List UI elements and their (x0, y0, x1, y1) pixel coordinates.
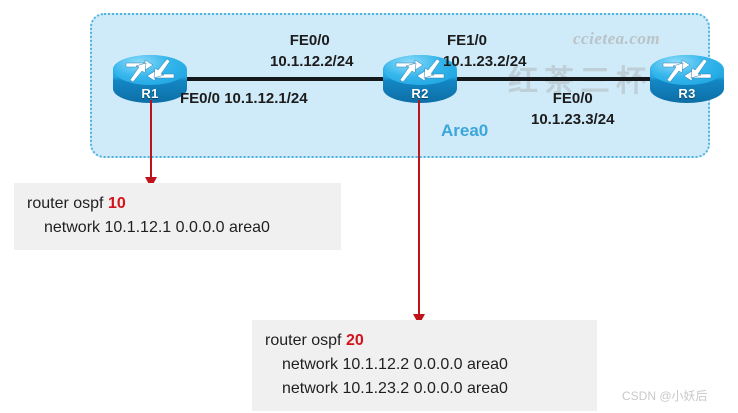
router-label-r2: R2 (411, 86, 429, 101)
router-arrows-icon (662, 58, 712, 83)
interface-address: 10.1.12.2/24 (270, 53, 354, 70)
interface-name: FE0/0 (180, 90, 221, 107)
router-label-r1: R1 (141, 86, 159, 101)
interface-label-r2-fe00: FE0/0 10.1.12.2/24 (270, 30, 353, 72)
config-process-id: 20 (345, 332, 364, 349)
router-arrows-icon (395, 58, 445, 83)
router-label-r3: R3 (678, 86, 696, 101)
config-command: router ospf (27, 195, 104, 212)
config-network-line: network 10.1.12.2 0.0.0.0 area0 (282, 356, 508, 373)
router-top (651, 55, 723, 85)
interface-name: FE0/0 (289, 32, 330, 49)
config-process-id: 10 (107, 195, 126, 212)
config-block-r1: router ospf 10 network 10.1.12.1 0.0.0.0… (14, 183, 341, 250)
pointer-arrow-r2-to-config (413, 100, 425, 325)
cjk-watermark: 红茶三杯 (508, 65, 652, 98)
site-watermark: ccietea.com (573, 29, 661, 48)
config-network-line: network 10.1.23.2 0.0.0.0 area0 (282, 380, 508, 397)
arrowhead-icon (145, 177, 157, 188)
area0-label: Area0 (441, 121, 489, 140)
arrowhead-icon (413, 314, 425, 325)
interface-address: 10.1.12.1/24 (224, 90, 308, 107)
router-icon-r1[interactable]: R1 (113, 55, 187, 103)
config-command-line: router ospf 10 (27, 192, 331, 216)
pointer-arrow-r1-to-config (145, 100, 157, 188)
interface-label-r2-fe10: FE1/0 10.1.23.2/24 (443, 30, 526, 72)
interface-name: FE0/0 (552, 90, 593, 107)
interface-label-r1-fe00: FE0/0 10.1.12.1/24 (180, 88, 308, 109)
router-top (114, 55, 186, 85)
router-top (384, 55, 456, 85)
config-network-line: network 10.1.12.1 0.0.0.0 area0 (44, 219, 270, 236)
link-r1-r2 (168, 77, 390, 81)
config-command-line: router ospf 20 (265, 329, 587, 353)
interface-address: 10.1.23.3/24 (531, 111, 615, 128)
credit-watermark: CSDN @小妖后 (622, 389, 708, 403)
link-r2-r3 (440, 77, 655, 81)
interface-name: FE1/0 (447, 32, 488, 49)
router-icon-r2[interactable]: R2 (383, 55, 457, 103)
interface-label-r3-fe00: FE0/0 10.1.23.3/24 (531, 88, 614, 130)
config-command: router ospf (265, 332, 342, 349)
router-arrows-icon (125, 58, 175, 83)
config-block-r2: router ospf 20 network 10.1.12.2 0.0.0.0… (252, 320, 597, 411)
interface-address: 10.1.23.2/24 (443, 53, 527, 70)
router-icon-r3[interactable]: R3 (650, 55, 724, 103)
